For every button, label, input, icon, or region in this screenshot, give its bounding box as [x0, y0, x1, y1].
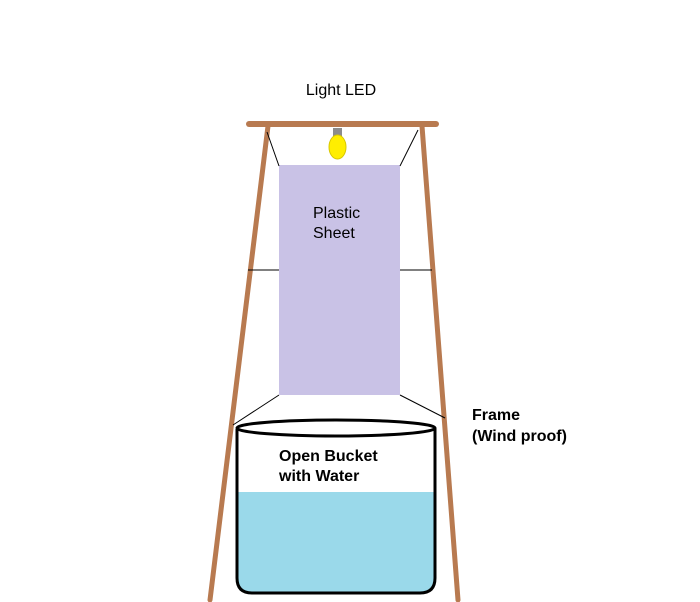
sheet-label-line2: Sheet — [313, 225, 355, 242]
bucket-body — [235, 428, 437, 595]
bucket-rim — [235, 418, 437, 438]
led-bulb-icon — [328, 128, 347, 160]
frame-left-leg — [207, 123, 271, 602]
frame-label-line1: Frame — [472, 407, 520, 424]
support-strings — [232, 129, 446, 426]
frame-label-line2: (Wind proof) — [472, 428, 567, 445]
frame-right-leg — [419, 123, 461, 602]
bucket-label-line1: Open Bucket — [279, 448, 378, 465]
string-bottom-left — [232, 394, 280, 426]
plastic-sheet — [279, 165, 400, 395]
string-top-left — [266, 131, 280, 167]
string-bottom-right — [399, 394, 446, 419]
light-label: Light LED — [306, 82, 376, 99]
string-top-right — [399, 129, 419, 167]
bulb-socket — [333, 128, 342, 139]
bucket-label-line2: with Water — [278, 468, 359, 485]
bucket — [235, 418, 437, 595]
bulb-glass — [328, 134, 347, 160]
bucket-water — [238, 492, 434, 592]
sheet-label-line1: Plastic — [313, 205, 360, 222]
